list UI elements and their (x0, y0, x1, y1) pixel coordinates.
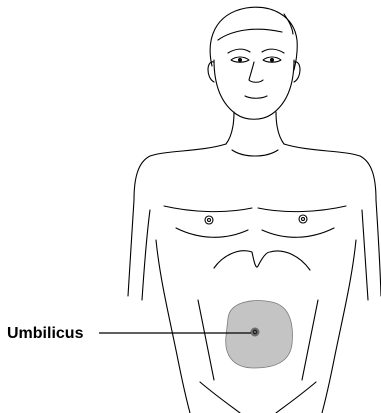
umbilical-region (226, 301, 293, 368)
umbilicus-mark (251, 328, 260, 337)
umbilicus-label: Umbilicus (7, 324, 83, 344)
head (208, 7, 300, 119)
